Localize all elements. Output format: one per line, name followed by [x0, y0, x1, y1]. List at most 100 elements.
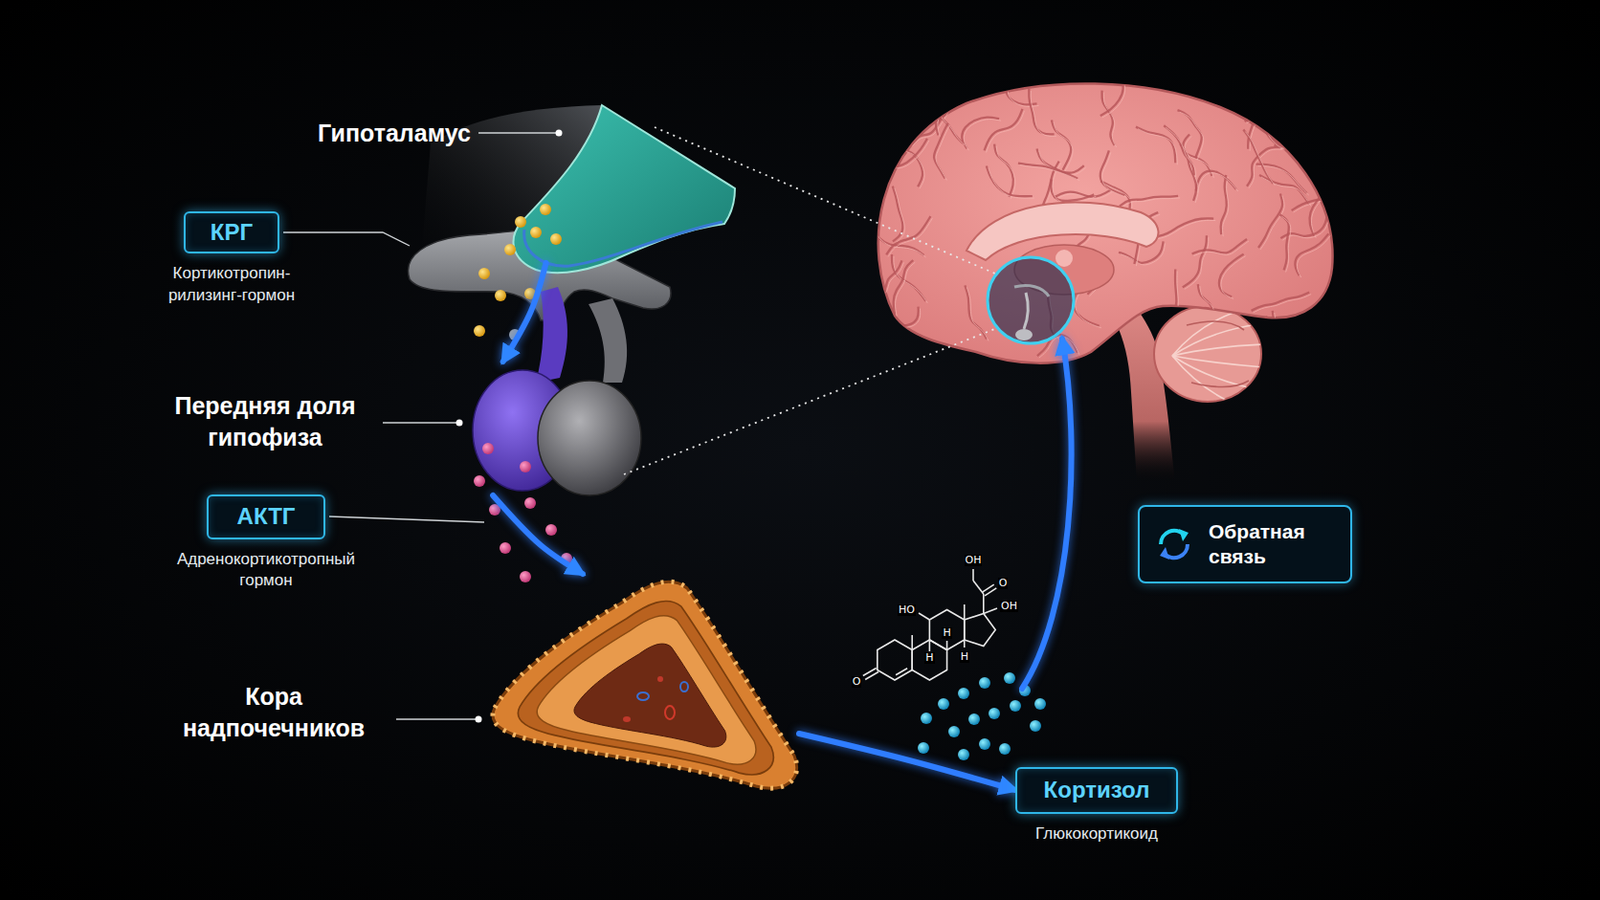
- gyrus: [1192, 308, 1218, 335]
- leader-dot: [555, 130, 563, 137]
- gyrus: [1219, 254, 1245, 298]
- feedback-arrow: [1022, 338, 1072, 689]
- crh-particles: [473, 203, 562, 341]
- pituitary-stalk: [535, 287, 568, 383]
- pineal-region: [1055, 249, 1073, 267]
- gyrus: [864, 260, 903, 300]
- gyrus-highlight: [1249, 102, 1279, 152]
- gyrus-highlight: [894, 188, 906, 245]
- gyrus: [1206, 348, 1229, 403]
- hormone-name: Кортикотропин- рилизинг-гормон: [135, 263, 328, 308]
- gyrus: [893, 260, 914, 314]
- pituitary-illustration: [472, 287, 642, 496]
- crh-particles: [550, 233, 562, 245]
- organ-region: Гипоталамус: [535, 105, 737, 264]
- gyrus-highlight: [1260, 195, 1285, 249]
- gyrus: [869, 341, 875, 402]
- gyrus-highlight: [1007, 74, 1039, 107]
- gyrus: [1271, 120, 1319, 141]
- cerebellum-folia: [1186, 321, 1245, 331]
- gyrus: [927, 72, 966, 111]
- gyrus: [1244, 96, 1293, 122]
- leader-dot: [456, 420, 464, 427]
- gyrus: [1164, 337, 1217, 360]
- feedback-label: Обратная связь: [1208, 519, 1334, 571]
- gyrus-highlight: [1241, 331, 1280, 352]
- gyrus: [1164, 269, 1178, 329]
- gyrus-highlight: [888, 94, 929, 133]
- cerebellum-folia: [1172, 304, 1266, 408]
- vessel: [680, 682, 689, 692]
- hormone-name: Глюкокортикоид: [1000, 823, 1193, 846]
- gyrus-highlight: [986, 111, 1025, 154]
- gyrus: [1100, 65, 1124, 116]
- gyrus: [1196, 171, 1237, 192]
- cortisol-particles: [999, 743, 1011, 756]
- gyrus-highlight: [1244, 131, 1275, 185]
- crh-particles: [530, 226, 542, 239]
- hormone-box: КРГКортикотропин- рилизинг-гормон: [183, 211, 280, 254]
- bond: [973, 580, 984, 595]
- gyrus-highlight: [866, 262, 905, 302]
- chemical-label: O: [998, 577, 1009, 590]
- bond: [918, 613, 930, 621]
- gyrus: [929, 95, 964, 143]
- leader-dots: [456, 130, 563, 724]
- cerebellum-folia: [1172, 323, 1266, 356]
- gyrus: [1272, 311, 1287, 371]
- chemical-label: H: [924, 652, 934, 665]
- hormone-abbr: АКТГ: [237, 503, 296, 531]
- bond: [946, 641, 949, 651]
- gyrus-highlight: [1198, 173, 1239, 194]
- gyrus-highlight: [1313, 99, 1334, 136]
- gyrus: [1198, 284, 1213, 338]
- leader-line: [396, 718, 477, 720]
- gyrus: [1050, 178, 1094, 201]
- gyrus-highlight: [931, 97, 966, 145]
- gyrus: [1155, 218, 1214, 237]
- gyrus: [877, 307, 919, 327]
- adrenal-cortex-band: [517, 600, 774, 775]
- zoom-pituitary: [1015, 329, 1033, 341]
- acth-particles: [519, 461, 532, 473]
- gyrus-highlight: [1248, 149, 1283, 189]
- hormone-arrow: [492, 495, 583, 575]
- bond: [895, 668, 908, 676]
- cortisol-particles: [957, 688, 970, 700]
- crh-particles: [514, 216, 527, 228]
- gyrus-highlight: [1194, 336, 1221, 382]
- ring-bond: [964, 614, 996, 647]
- gyrus: [1311, 97, 1333, 134]
- cerebellum: [1154, 306, 1262, 402]
- gyrus: [1005, 72, 1037, 105]
- gyrus-highlight: [1253, 294, 1312, 313]
- crh-particles: [478, 267, 490, 280]
- gyrus: [1192, 334, 1219, 380]
- organ-label: Передняя доля гипофиза: [155, 390, 376, 454]
- gyrus: [1182, 235, 1207, 288]
- gyrus: [1252, 338, 1308, 356]
- gyrus: [1273, 142, 1334, 148]
- gyrus-highlight: [1246, 98, 1295, 124]
- gyrus: [1301, 84, 1332, 114]
- leader-line: [283, 232, 410, 246]
- gyrus-highlight: [888, 218, 933, 257]
- cortisol-particles: [917, 742, 930, 755]
- gyrus: [1166, 341, 1188, 393]
- organ-label: Кора надпочечников: [158, 681, 389, 745]
- adrenal-outer: [492, 581, 798, 789]
- vessel: [637, 692, 649, 701]
- organ-region: Передняя доля гипофиза: [472, 361, 642, 496]
- gyrus: [1161, 34, 1189, 86]
- gyrus: [896, 93, 914, 148]
- cortisol-particles: [1034, 698, 1046, 711]
- cortisol-particles: [1003, 672, 1016, 685]
- gyrus-highlight: [1120, 243, 1166, 266]
- gyrus-highlight: [1178, 111, 1203, 160]
- chemical-label: OH: [1000, 600, 1019, 613]
- cortisol-particles: [957, 749, 970, 761]
- gyrus-highlight: [963, 119, 1001, 152]
- crh-particles: [494, 289, 507, 302]
- gyrus-highlight: [1273, 122, 1321, 143]
